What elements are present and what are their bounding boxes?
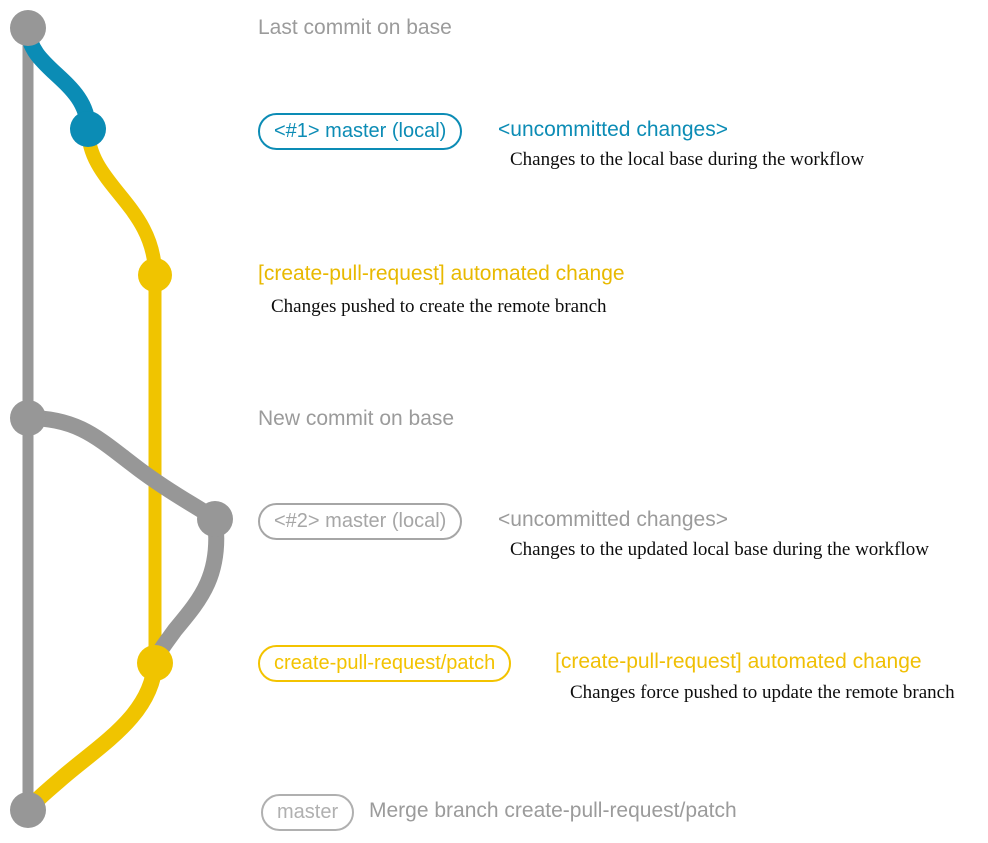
- commit-node-base-new[interactable]: [10, 400, 46, 436]
- commit-message-last-commit-on-base: Last commit on base: [258, 16, 452, 39]
- description-local-base-workflow: Changes to the local base during the wor…: [510, 149, 865, 170]
- commit-node-automated-2[interactable]: [137, 645, 173, 681]
- commit-message-merge-branch: Merge branch create-pull-request/patch: [369, 799, 737, 822]
- row-automated-change-1-description: Changes pushed to create the remote bran…: [271, 296, 607, 318]
- commit-message-automated-change-2: [create-pull-request] automated change: [555, 650, 922, 673]
- row-local-1-message: <uncommitted changes>: [498, 118, 728, 142]
- row-merge-message: Merge branch create-pull-request/patch: [369, 799, 737, 823]
- commit-node-automated-1[interactable]: [138, 258, 172, 292]
- description-force-pushed-update-remote-branch: Changes force pushed to update the remot…: [570, 682, 955, 703]
- row-local-1-description: Changes to the local base during the wor…: [510, 149, 864, 171]
- edge-basenew-to-local2: [20, 410, 223, 527]
- description-updated-local-base-workflow: Changes to the updated local base during…: [510, 539, 929, 560]
- commit-node-local-2[interactable]: [197, 501, 233, 537]
- edge-local2-to-automated2: [147, 511, 225, 671]
- branch-badge-master-local-2[interactable]: <#2> master (local): [258, 503, 463, 540]
- commit-node-merge[interactable]: [10, 792, 46, 828]
- row-local-2: <#2> master (local): [258, 503, 463, 540]
- row-last-commit-on-base: Last commit on base: [258, 16, 452, 40]
- row-automated-change-2: create-pull-request/patch: [258, 645, 512, 682]
- commit-message-new-commit-on-base: New commit on base: [258, 407, 455, 430]
- commit-message-uncommitted-changes-2: <uncommitted changes>: [498, 508, 728, 531]
- row-local-2-description: Changes to the updated local base during…: [510, 539, 929, 561]
- row-local-1: <#1> master (local): [258, 113, 463, 150]
- row-local-2-message: <uncommitted changes>: [498, 508, 728, 532]
- row-new-commit-on-base: New commit on base: [258, 407, 454, 431]
- branch-badge-master-local-1[interactable]: <#1> master (local): [258, 113, 463, 150]
- row-merge: master: [261, 794, 355, 831]
- edge-local1-to-automated1: [81, 122, 162, 282]
- description-pushed-create-remote-branch: Changes pushed to create the remote bran…: [271, 296, 607, 317]
- commit-node-local-1[interactable]: [70, 111, 106, 147]
- row-automated-change-2-message: [create-pull-request] automated change: [555, 650, 922, 674]
- commit-message-uncommitted-changes-1: <uncommitted changes>: [498, 118, 728, 141]
- branch-badge-master[interactable]: master: [261, 794, 355, 831]
- edge-automated2-to-merge: [20, 655, 163, 818]
- branch-badge-create-pull-request-patch[interactable]: create-pull-request/patch: [258, 645, 512, 682]
- commit-message-automated-change-1: [create-pull-request] automated change: [258, 262, 625, 285]
- row-automated-change-2-description: Changes force pushed to update the remot…: [570, 682, 955, 704]
- row-automated-change-1: [create-pull-request] automated change: [258, 262, 625, 286]
- commit-node-base-last[interactable]: [10, 10, 46, 46]
